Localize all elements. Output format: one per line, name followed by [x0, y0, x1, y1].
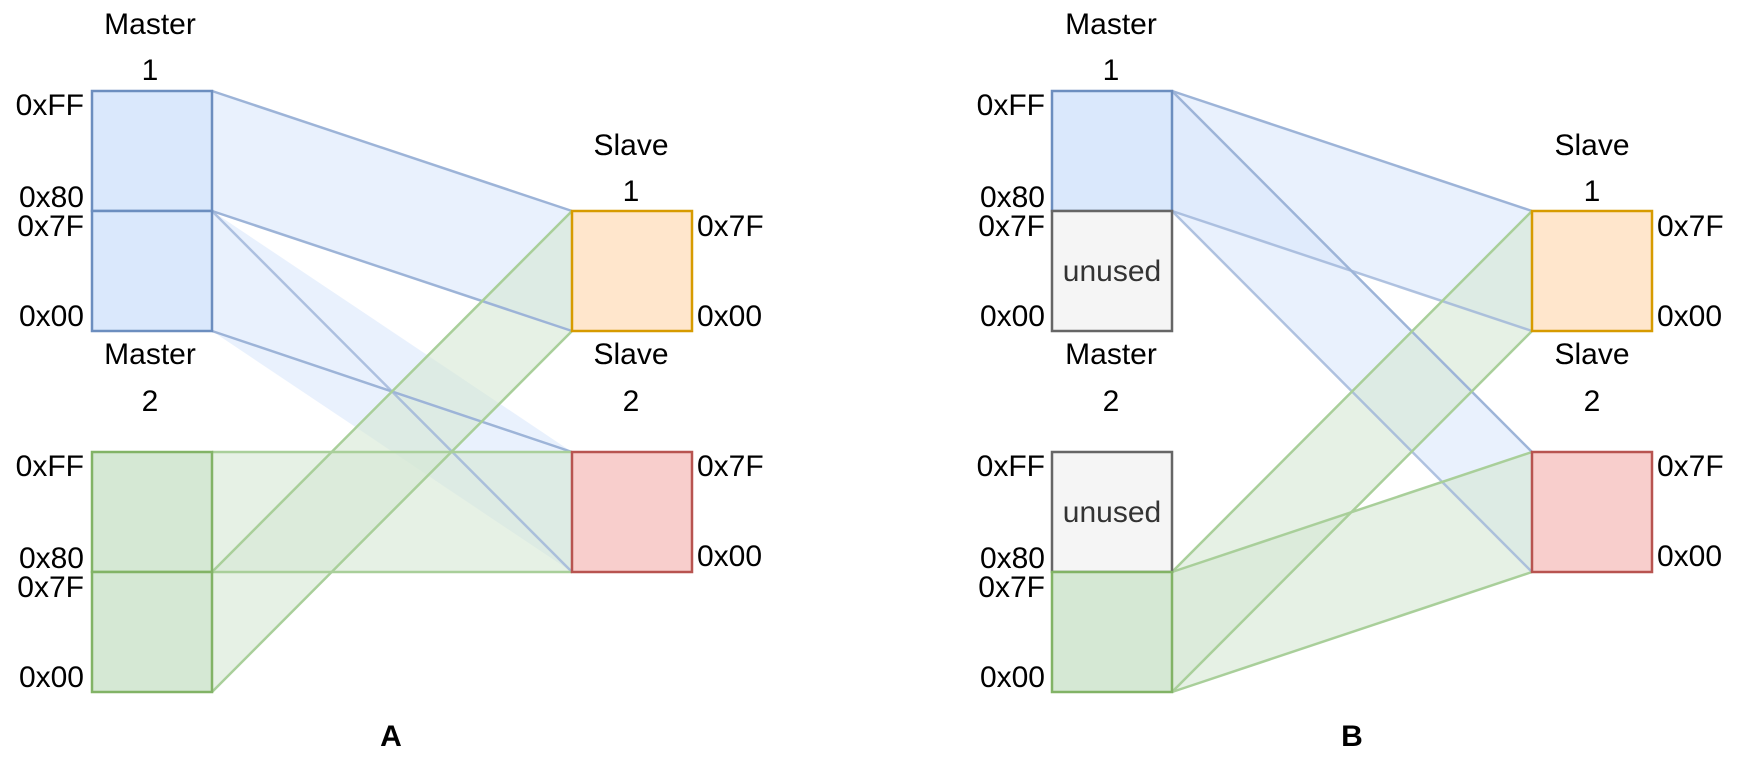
band-b-m2-used-to-s2: [1172, 452, 1532, 692]
b-slave2-title-line1: Slave: [1554, 338, 1629, 371]
a-master2-low-block: [90, 570, 214, 694]
b-slave2-addr-00: 0x00: [1657, 540, 1722, 573]
b-master1-addr-ff: 0xFF: [977, 89, 1045, 122]
b-slave2-block: [1530, 450, 1654, 574]
b-master2-used-block: [1050, 570, 1174, 694]
a-slave2-addr-7f: 0x7F: [697, 450, 764, 483]
b-master1-addr-00: 0x00: [980, 300, 1045, 333]
band-b-m1-used-to-s2: [1172, 91, 1532, 572]
a-master2-addr-ff: 0xFF: [16, 450, 84, 483]
a-slave1-addr-00: 0x00: [697, 300, 762, 333]
b-slave1-block: [1530, 209, 1654, 333]
b-master1-addr-7f: 0x7F: [978, 210, 1045, 243]
a-master2-addr-80: 0x80: [19, 542, 84, 575]
a-master1-addr-80: 0x80: [19, 181, 84, 214]
b-master1-unused-block: [1050, 209, 1174, 333]
a-master2-addr-00: 0x00: [19, 661, 84, 694]
a-master2-title-line2: 2: [142, 385, 159, 418]
b-master2-addr-00: 0x00: [980, 661, 1045, 694]
b-slave2-addr-7f: 0x7F: [1657, 450, 1724, 483]
b-master2-addr-7f: 0x7F: [978, 571, 1045, 604]
b-master2-unused-block: [1050, 450, 1174, 574]
a-slave2-title-line2: 2: [623, 385, 640, 418]
a-master2-title-line1: Master: [104, 338, 196, 371]
diagram-a: Master 1 0xFF 0x80 0x7F 0x00 Master 2 0x…: [16, 8, 764, 753]
b-master1-title-line1: Master: [1065, 8, 1157, 41]
b-master2-addr-ff: 0xFF: [977, 450, 1045, 483]
b-master1-unused-label: unused: [1063, 255, 1161, 288]
a-master1-title-line2: 1: [142, 54, 159, 87]
a-slave2-block: [570, 450, 694, 574]
b-slave1-addr-7f: 0x7F: [1657, 210, 1724, 243]
b-slave2-title-line2: 2: [1584, 385, 1601, 418]
a-master1-addr-00: 0x00: [19, 300, 84, 333]
diagram-a-caption: A: [380, 720, 402, 753]
b-slave1-title-line1: Slave: [1554, 129, 1629, 162]
b-master2-title-line2: 2: [1103, 385, 1120, 418]
b-slave1-addr-00: 0x00: [1657, 300, 1722, 333]
band-a-m1-high-to-s1: [212, 91, 572, 331]
b-master1-used-block: [1050, 89, 1174, 213]
a-master2-high-block: [90, 450, 214, 574]
band-a-edges: [211, 89, 573, 693]
b-slave1-title-line2: 1: [1584, 175, 1601, 208]
b-master2-unused-label: unused: [1063, 496, 1161, 529]
a-master1-title-line1: Master: [104, 8, 196, 41]
a-slave1-addr-7f: 0x7F: [697, 210, 764, 243]
a-master1-high-block: [90, 89, 214, 213]
a-slave1-title-line2: 1: [623, 175, 640, 208]
band-b-edges: [1171, 89, 1533, 694]
b-master1-title-line2: 1: [1103, 54, 1120, 87]
a-slave2-title-line1: Slave: [593, 338, 668, 371]
diagram-b-caption: B: [1341, 720, 1363, 753]
b-master2-title-line1: Master: [1065, 338, 1157, 371]
a-master1-low-block: [90, 209, 214, 333]
a-master1-addr-ff: 0xFF: [16, 89, 84, 122]
a-slave1-title-line1: Slave: [593, 129, 668, 162]
b-master2-addr-80: 0x80: [980, 542, 1045, 575]
band-b-m1-used-to-s1: [1172, 91, 1532, 331]
diagram-b: unused Master 1 0xFF 0x80 0x7F 0x00 unus…: [977, 8, 1724, 753]
b-master1-addr-80: 0x80: [980, 181, 1045, 214]
a-slave1-block: [570, 209, 694, 333]
a-master2-addr-7f: 0x7F: [17, 571, 84, 604]
a-master1-addr-7f: 0x7F: [17, 210, 84, 243]
a-slave2-addr-00: 0x00: [697, 540, 762, 573]
